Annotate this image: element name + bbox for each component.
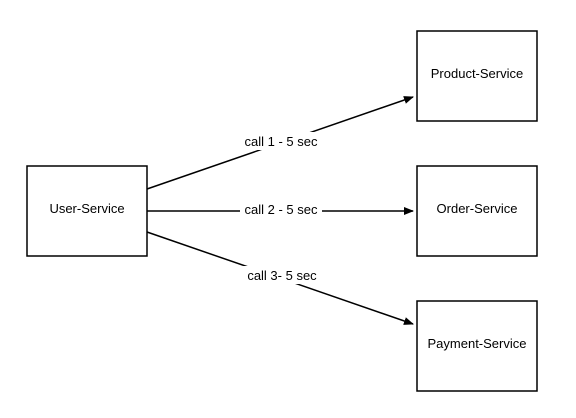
edge-call-1-label: call 1 - 5 sec [245, 134, 318, 149]
node-payment-service-label: Payment-Service [428, 336, 527, 351]
edge-call-1: call 1 - 5 sec [146, 96, 414, 190]
node-user-service-box [26, 165, 148, 257]
edge-call-2: call 2 - 5 sec [147, 201, 414, 219]
node-user-service-label: User-Service [49, 201, 124, 216]
node-product-service-label: Product-Service [431, 66, 523, 81]
edge-call-3: call 3- 5 sec [146, 231, 414, 325]
node-payment-service-box [416, 300, 538, 392]
node-user-service: User-Service [26, 165, 148, 257]
edge-call-1-label-bg [240, 132, 322, 150]
node-product-service-box [416, 30, 538, 122]
edge-call-2-label-bg [240, 201, 322, 219]
node-product-service: Product-Service [416, 30, 538, 122]
edge-call-2-label: call 2 - 5 sec [245, 202, 318, 217]
node-order-service-box [416, 165, 538, 257]
node-order-service-label: Order-Service [437, 201, 518, 216]
node-payment-service: Payment-Service [416, 300, 538, 392]
edge-call-3-label-bg [242, 266, 322, 284]
node-order-service: Order-Service [416, 165, 538, 257]
edge-call-3-label: call 3- 5 sec [247, 268, 317, 283]
